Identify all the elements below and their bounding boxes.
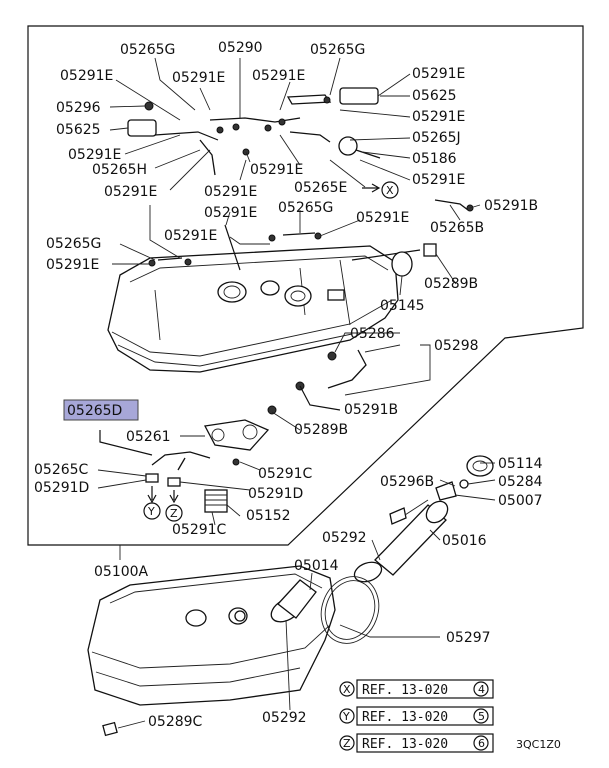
label-05291e: 05291E	[204, 205, 257, 221]
label-05291e: 05291E	[172, 70, 225, 86]
reference-table: X REF. 13-020 4 Y REF. 13-020 5 Z REF. 1…	[339, 679, 494, 753]
reference-text: REF. 13-020	[362, 683, 448, 698]
label-05292: 05292	[262, 710, 307, 726]
label-05265h: 05265H	[92, 162, 147, 178]
label-05265g: 05265G	[278, 200, 333, 216]
label-05014: 05014	[294, 558, 339, 574]
label-05261: 05261	[126, 429, 171, 445]
svg-text:X: X	[343, 683, 351, 696]
label-05100a: 05100A	[94, 564, 149, 580]
label-05186: 05186	[412, 151, 457, 167]
label-05291e: 05291E	[250, 162, 303, 178]
label-05265d: 05265D	[67, 403, 122, 419]
label-05298: 05298	[434, 338, 479, 354]
part-labels: 05265G 05290 05265G 05291E 05291E 05291E…	[34, 40, 543, 730]
label-05291e: 05291E	[412, 66, 465, 82]
lower-fuel-tank	[87, 565, 336, 706]
arrow-to-x	[362, 183, 381, 193]
upper-fuel-tank	[107, 245, 399, 373]
reference-text: REF. 13-020	[362, 710, 448, 725]
connection-markers: X Y Z	[143, 181, 399, 522]
label-05625: 05625	[412, 88, 457, 104]
arrow-to-z	[169, 490, 179, 504]
svg-text:5: 5	[478, 710, 485, 723]
label-05291e: 05291E	[46, 257, 99, 273]
label-05007: 05007	[498, 493, 543, 509]
label-05291b: 05291B	[484, 198, 538, 214]
label-05265j: 05265J	[412, 130, 461, 146]
label-05016: 05016	[442, 533, 487, 549]
label-05291e: 05291E	[412, 109, 465, 125]
label-05291e: 05291E	[356, 210, 409, 226]
label-05296b: 05296B	[380, 474, 434, 490]
label-05625: 05625	[56, 122, 101, 138]
leader-lines	[97, 57, 496, 729]
label-05291e: 05291E	[164, 228, 217, 244]
svg-text:6: 6	[478, 737, 485, 750]
label-05292: 05292	[322, 530, 367, 546]
label-05291e: 05291E	[412, 172, 465, 188]
highlight-05265d	[63, 399, 139, 421]
marker-x-circle	[381, 181, 399, 199]
arrow-to-y	[147, 486, 157, 504]
label-05265g: 05265G	[46, 236, 101, 252]
svg-text:4: 4	[478, 683, 485, 696]
label-05284: 05284	[498, 474, 543, 490]
label-05289b: 05289B	[424, 276, 478, 292]
label-05265c: 05265C	[34, 462, 89, 478]
svg-text:Z: Z	[343, 737, 351, 750]
marker-y: Y	[147, 505, 155, 518]
label-05291c: 05291C	[258, 466, 313, 482]
diagram-code: 3QC1Z0	[516, 738, 561, 751]
marker-y-circle	[143, 502, 161, 520]
label-05291d: 05291D	[34, 480, 89, 496]
label-05291e: 05291E	[204, 184, 257, 200]
label-05265g: 05265G	[310, 42, 365, 58]
hoses-and-valves	[99, 87, 474, 737]
assembly-frame	[27, 25, 584, 546]
reference-row-z: Z REF. 13-020 6	[339, 733, 494, 753]
label-05286: 05286	[350, 326, 395, 342]
reference-row-y: Y REF. 13-020 5	[339, 706, 494, 726]
label-05289c: 05289C	[148, 714, 203, 730]
label-05291e: 05291E	[104, 184, 157, 200]
label-05291c: 05291C	[172, 522, 227, 538]
marker-z-circle	[165, 504, 183, 522]
label-05265b: 05265B	[430, 220, 484, 236]
label-05290: 05290	[218, 40, 263, 56]
reference-row-x: X REF. 13-020 4	[339, 679, 494, 699]
label-05297: 05297	[446, 630, 491, 646]
svg-text:Y: Y	[342, 710, 350, 723]
marker-z: Z	[170, 507, 178, 520]
label-05152: 05152	[246, 508, 291, 524]
label-05296: 05296	[56, 100, 101, 116]
label-05265e: 05265E	[294, 180, 347, 196]
label-05289b: 05289B	[294, 422, 348, 438]
label-05291e: 05291E	[68, 147, 121, 163]
label-05114: 05114	[498, 456, 543, 472]
marker-x: X	[386, 184, 394, 197]
reference-text: REF. 13-020	[362, 737, 448, 752]
filler-neck	[270, 455, 494, 644]
label-05265g: 05265G	[120, 42, 175, 58]
label-05291d: 05291D	[248, 486, 303, 502]
label-05145: 05145	[380, 298, 425, 314]
label-05291e: 05291E	[60, 68, 113, 84]
label-05291e: 05291E	[252, 68, 305, 84]
label-05291b: 05291B	[344, 402, 398, 418]
